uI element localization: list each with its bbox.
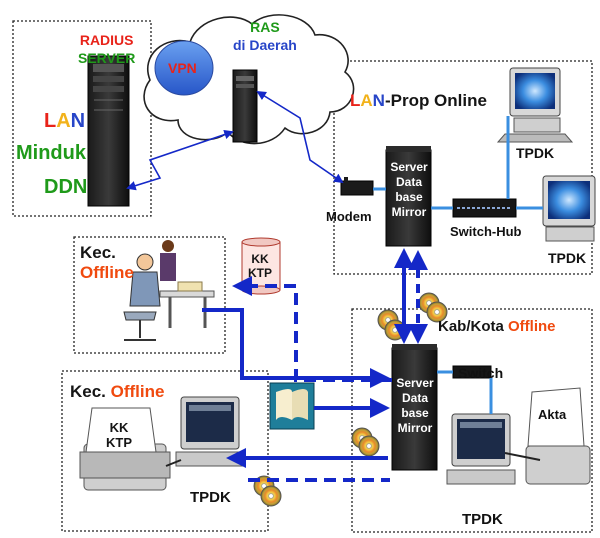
kec-top-label: Kec. Offline (80, 243, 134, 283)
lan-prop-suffix: -Prop Online (384, 91, 487, 110)
lan-label: LAN (44, 111, 85, 131)
book-icon (269, 382, 315, 430)
box-kec-bottom (61, 370, 269, 532)
tpdk-monitor-right (542, 175, 596, 242)
lan-letter-l: L (44, 110, 57, 132)
kab-tpdk-label: TPDK (462, 511, 503, 528)
lan-letter-n: N (70, 110, 86, 132)
link-ras-modem (256, 90, 344, 184)
link-kec-printer (165, 459, 182, 467)
clerk-at-desk-illustration (123, 240, 215, 341)
kab-kota-offline: Offline (508, 318, 556, 335)
kab-server-tower (391, 344, 438, 471)
kab-server-line2: Data (401, 391, 428, 405)
printer-kec (79, 407, 171, 491)
printer-text: KK KTP (106, 420, 132, 450)
kab-kota-label: Kab/Kota Offline (438, 319, 556, 334)
box-lan-minduk (12, 20, 152, 217)
kab-kota-prefix: Kab/Kota (438, 318, 509, 335)
radius-server-label: RADIUS SERVER (78, 31, 135, 67)
switch-hub-label: Switch-Hub (450, 224, 522, 239)
prop-server-line1: Server (390, 160, 428, 174)
kec-bottom-tpdk-label: TPDK (190, 489, 231, 506)
kab-server-line4: Mirror (397, 421, 433, 435)
radius-server-tower (87, 55, 130, 207)
modem-device (340, 177, 374, 196)
printer-line2: KTP (106, 435, 132, 450)
kec-top-offline: Offline (80, 263, 134, 282)
printer-line1: KK (109, 420, 129, 435)
box-kab-kota (351, 308, 593, 533)
ras-line1: RAS (250, 19, 280, 35)
lan-prop-l: L (350, 91, 361, 110)
ras-line2: di Daerah (233, 37, 297, 53)
kec-bottom-kec: Kec. (70, 382, 111, 401)
prop-server-line4: Mirror (391, 205, 427, 219)
tpdk-monitor-kab (446, 413, 516, 485)
box-kec-top (73, 236, 226, 354)
prop-server-label: Server Data base Mirror (387, 160, 431, 220)
switch-hub-device (452, 198, 517, 218)
tpdk-right-label: TPDK (548, 250, 587, 266)
kec-bottom-offline: Offline (110, 382, 165, 401)
tpdk-monitor-kec (175, 396, 245, 467)
box-lan-prop (333, 60, 593, 275)
lan-prop-label: LAN-Prop Online (350, 92, 487, 109)
kab-switch-label: Switch (458, 365, 504, 381)
vpn-bubble (154, 40, 214, 96)
scroll-line2: KTP (248, 266, 272, 280)
link-minduk-ras (126, 129, 234, 191)
lan-letter-a: A (56, 110, 71, 132)
link-kab-scroll-dashed (232, 276, 392, 382)
kab-server-line1: Server (396, 376, 434, 390)
akta-label: Akta (538, 407, 567, 422)
kec-bottom-label: Kec. Offline (70, 383, 164, 400)
tpdk-top-label: TPDK (516, 145, 555, 161)
vpn-label: VPN (168, 60, 197, 76)
link-tpdk-akta (504, 452, 541, 461)
printer-akta (525, 387, 591, 485)
minduk-label: Minduk (16, 142, 86, 164)
scroll-text: KK KTP (248, 252, 272, 280)
kab-server-label: Server Data base Mirror (393, 376, 437, 436)
ddn-label: DDN (44, 176, 88, 198)
lan-prop-n: N (372, 91, 385, 110)
radius-line2: SERVER (78, 50, 136, 66)
ras-label: RAS di Daerah (233, 18, 297, 54)
prop-server-tower (385, 146, 432, 247)
kab-server-line3: base (401, 406, 429, 420)
prop-server-line2: Data (395, 175, 422, 189)
radius-line1: RADIUS (79, 32, 134, 48)
ras-server-tower (232, 69, 258, 143)
prop-server-line3: base (395, 190, 423, 204)
cd-disc-3 (351, 427, 380, 457)
kec-top-kec: Kec. (80, 243, 116, 262)
cd-disc-2 (377, 309, 406, 341)
modem-label: Modem (326, 209, 372, 224)
scroll-line1: KK (251, 252, 269, 266)
tpdk-monitor-top (496, 67, 574, 143)
lan-prop-a: A (360, 91, 373, 110)
